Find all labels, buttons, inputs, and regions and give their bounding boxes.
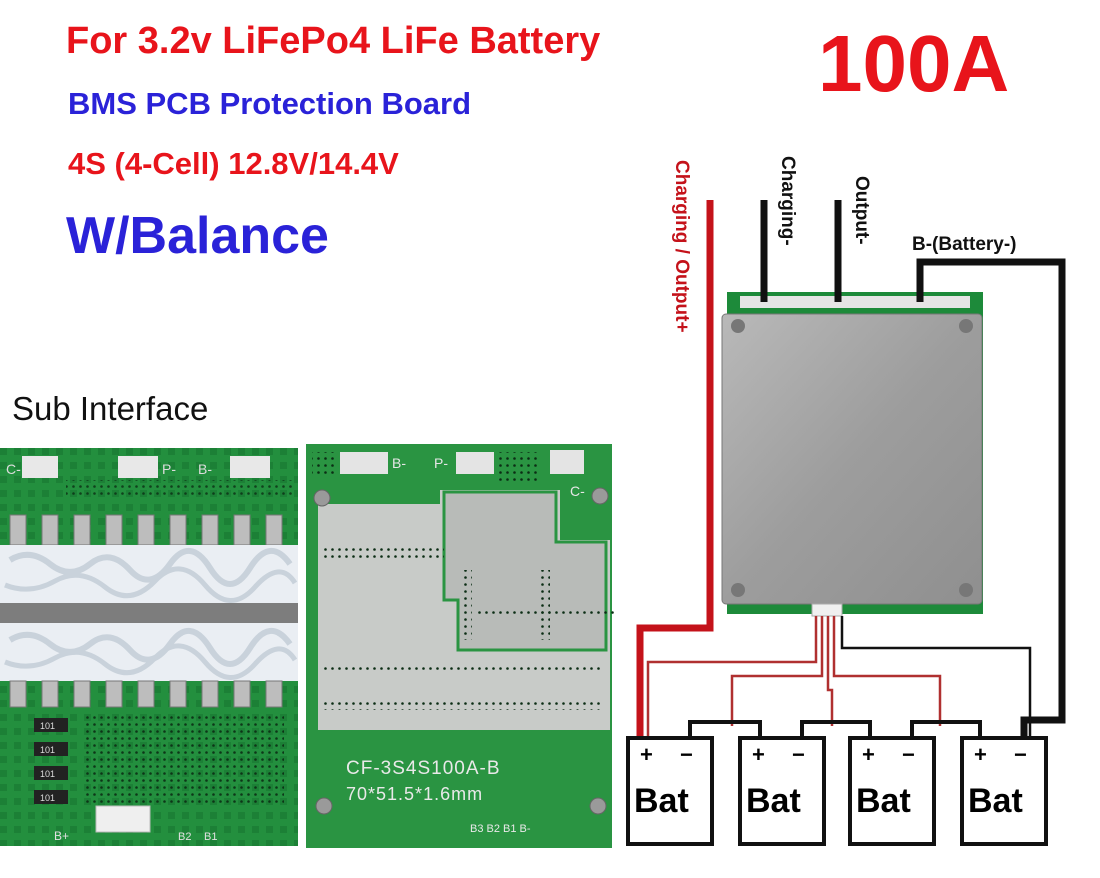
battery-label: Bat bbox=[968, 782, 1023, 820]
board-size: 70*51.5*1.6mm bbox=[346, 784, 483, 804]
battery-1: + − Bat bbox=[626, 736, 714, 846]
pad-label-p-minus: P- bbox=[162, 461, 176, 477]
balance-connector bbox=[811, 603, 843, 617]
pad-label-b-plus: B+ bbox=[54, 829, 69, 843]
sub-interface-caption: Sub Interface bbox=[12, 390, 209, 427]
battery-plus-terminal: + bbox=[752, 742, 765, 767]
battery-3: + − Bat bbox=[848, 736, 936, 846]
resistor-marking: 101 bbox=[40, 769, 55, 779]
label-output-minus: Output- bbox=[851, 176, 872, 245]
battery-plus-terminal: + bbox=[640, 742, 653, 767]
battery-plus-terminal: + bbox=[862, 742, 875, 767]
pad-label-b-minus: B- bbox=[198, 461, 212, 477]
battery-label: Bat bbox=[746, 782, 801, 820]
pad-label-p-minus: P- bbox=[434, 455, 448, 471]
battery-minus-terminal: − bbox=[680, 742, 693, 767]
title-line-4: W/Balance bbox=[66, 207, 329, 265]
battery-minus-terminal: − bbox=[1014, 742, 1027, 767]
pad-label-b2: B2 bbox=[178, 831, 191, 843]
label-charging-output-plus: Charging / Output+ bbox=[671, 160, 692, 333]
pad-label-b-minus: B- bbox=[392, 455, 406, 471]
sub-interface-board: C- P- B- 101 bbox=[0, 448, 298, 846]
pad-label-c-minus: C- bbox=[570, 483, 585, 499]
pad-label-b1: B1 bbox=[204, 831, 217, 843]
battery-plus-terminal: + bbox=[974, 742, 987, 767]
title-line-2: BMS PCB Protection Board bbox=[68, 86, 472, 121]
title-line-1: For 3.2v LiFePo4 LiFe Battery bbox=[66, 20, 601, 62]
resistor-marking: 101 bbox=[40, 745, 55, 755]
current-rating: 100A bbox=[818, 19, 1010, 108]
title-line-3: 4S (4-Cell) 12.8V/14.4V bbox=[68, 146, 399, 181]
resistor-marking: 101 bbox=[40, 793, 55, 803]
battery-minus-terminal: − bbox=[902, 742, 915, 767]
resistor-marking: 101 bbox=[40, 721, 55, 731]
battery-label: Bat bbox=[856, 782, 911, 820]
battery-label: Bat bbox=[634, 782, 689, 820]
smd-resistors: 101 101 101 101 bbox=[34, 718, 68, 804]
bms-board-back: B- P- C- CF-3S4S100A-B 70*51.5*1.6mm B3 … bbox=[306, 444, 614, 848]
battery-minus-terminal: − bbox=[792, 742, 805, 767]
balance-connector bbox=[95, 805, 151, 833]
wiring-diagram: Charging / Output+ Charging- Output- B-(… bbox=[626, 156, 1066, 846]
pad-label-c-minus: C- bbox=[6, 461, 21, 477]
balance-pin-labels: B3 B2 B1 B- bbox=[470, 823, 531, 835]
label-battery-minus: B-(Battery-) bbox=[912, 234, 1017, 255]
heatsink bbox=[721, 313, 983, 605]
battery-2: + − Bat bbox=[738, 736, 826, 846]
board-model: CF-3S4S100A-B bbox=[346, 758, 501, 779]
battery-4: + − Bat bbox=[960, 736, 1048, 846]
label-charging-minus: Charging- bbox=[777, 156, 798, 246]
